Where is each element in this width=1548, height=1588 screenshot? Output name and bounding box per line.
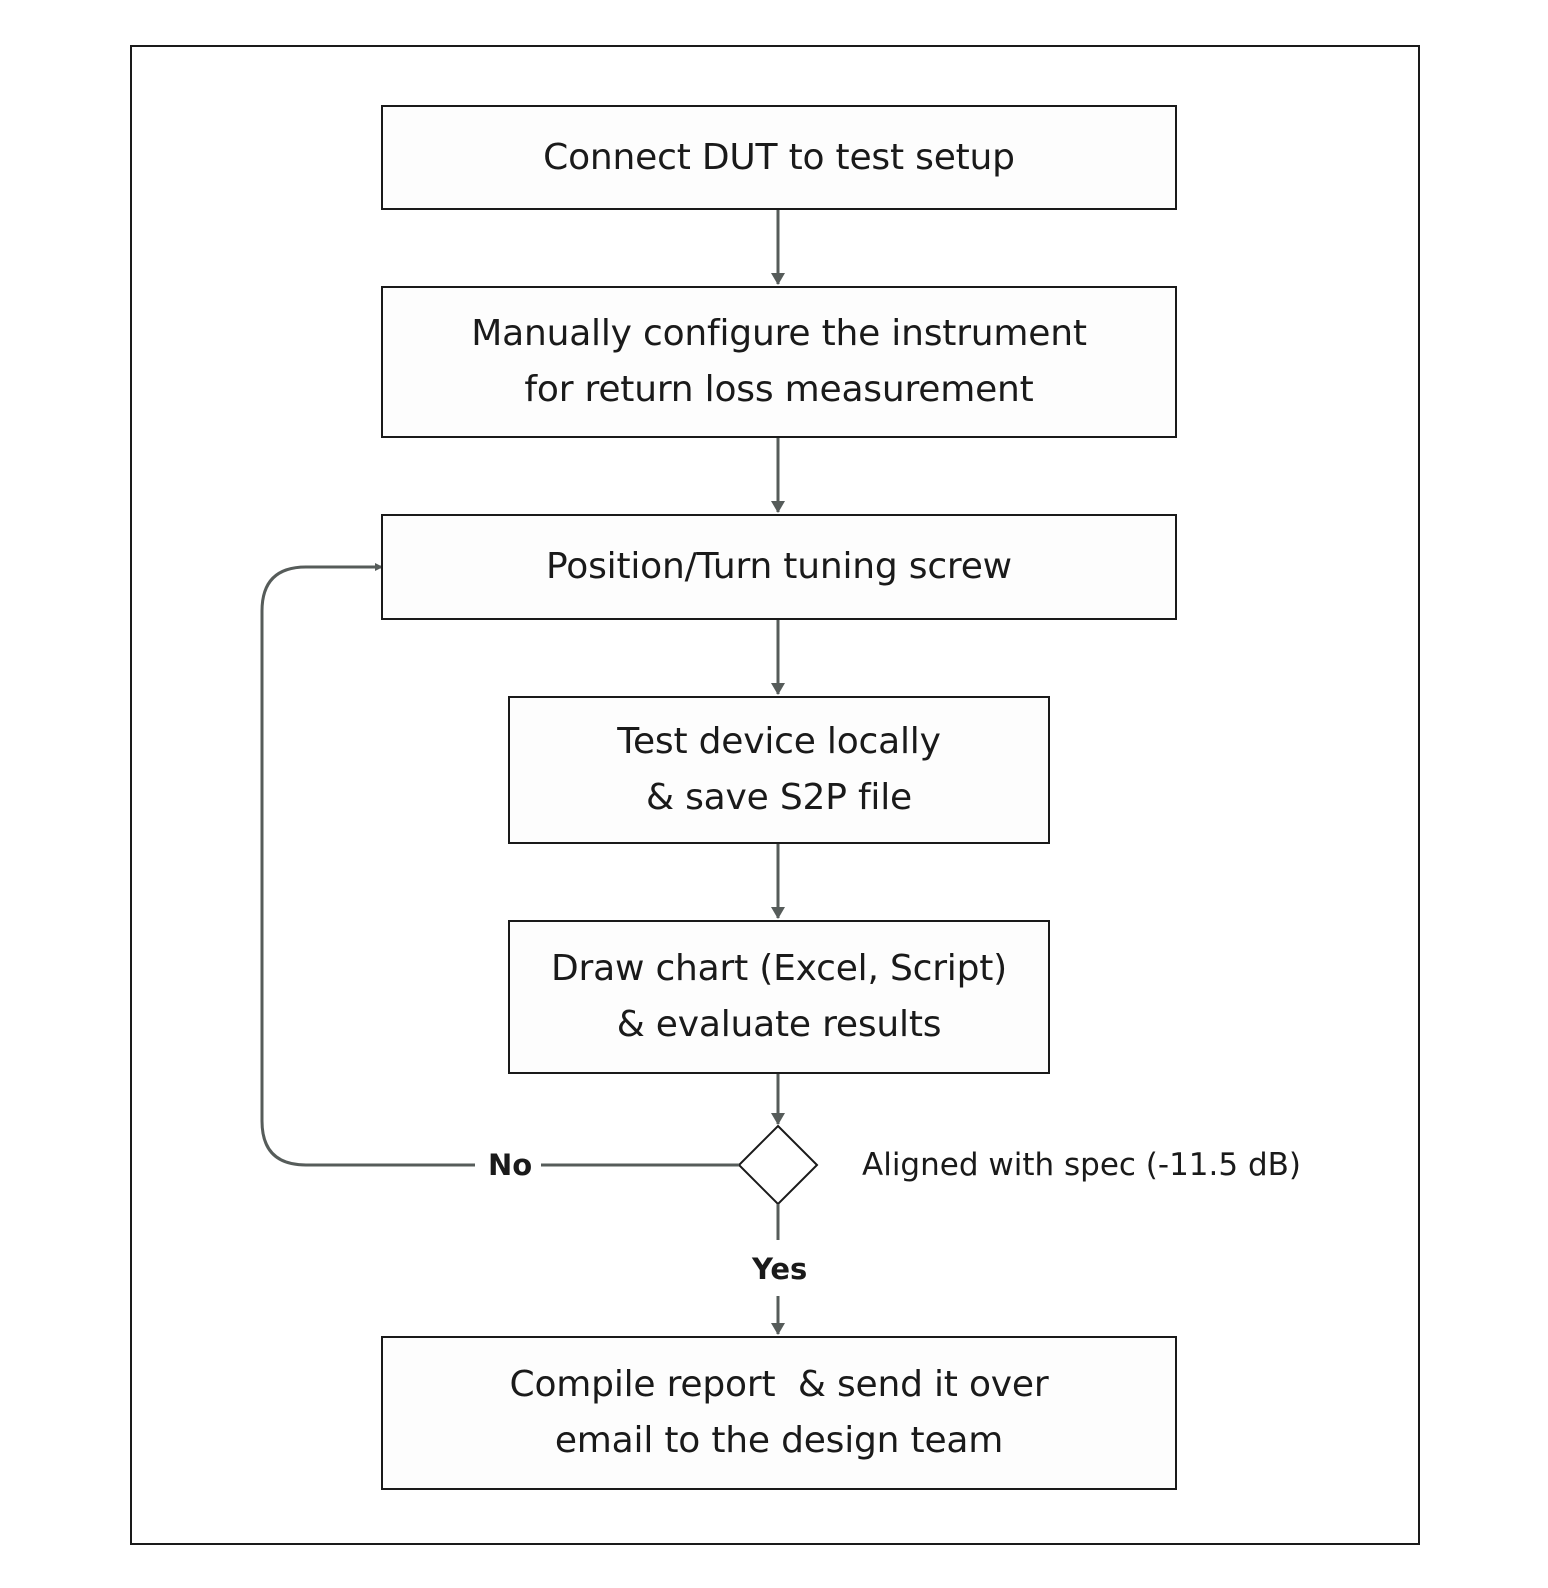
step-compile-report-line1: Compile report & send it over	[509, 1364, 1049, 1405]
step-position-screw: Position/Turn tuning screw	[381, 514, 1177, 620]
step-draw-chart: Draw chart (Excel, Script) & evaluate re…	[508, 920, 1050, 1074]
diagram-frame	[130, 45, 1420, 1545]
step-test-device-line2: & save S2P file	[646, 777, 912, 818]
step-draw-chart-line1: Draw chart (Excel, Script)	[550, 948, 1008, 989]
step-connect-dut-text: Connect DUT to test setup	[543, 136, 1015, 178]
step-connect-dut: Connect DUT to test setup	[381, 105, 1177, 210]
no-branch-label: No	[488, 1148, 533, 1182]
step-configure-instrument-line2: for return loss measurement	[524, 369, 1034, 410]
step-draw-chart-line2: & evaluate results	[616, 1004, 942, 1045]
step-configure-instrument: Manually configure the instrument for re…	[381, 286, 1177, 438]
step-test-device-line1: Test device locally	[617, 721, 941, 762]
decision-label: Aligned with spec (-11.5 dB)	[862, 1147, 1301, 1183]
step-compile-report-line2: email to the design team	[554, 1420, 1004, 1461]
step-test-device: Test device locally & save S2P file	[508, 696, 1050, 844]
step-position-screw-text: Position/Turn tuning screw	[546, 546, 1012, 587]
step-configure-instrument-line1: Manually configure the instrument	[471, 313, 1087, 354]
yes-branch-label: Yes	[752, 1252, 808, 1286]
step-compile-report: Compile report & send it over email to t…	[381, 1336, 1177, 1490]
